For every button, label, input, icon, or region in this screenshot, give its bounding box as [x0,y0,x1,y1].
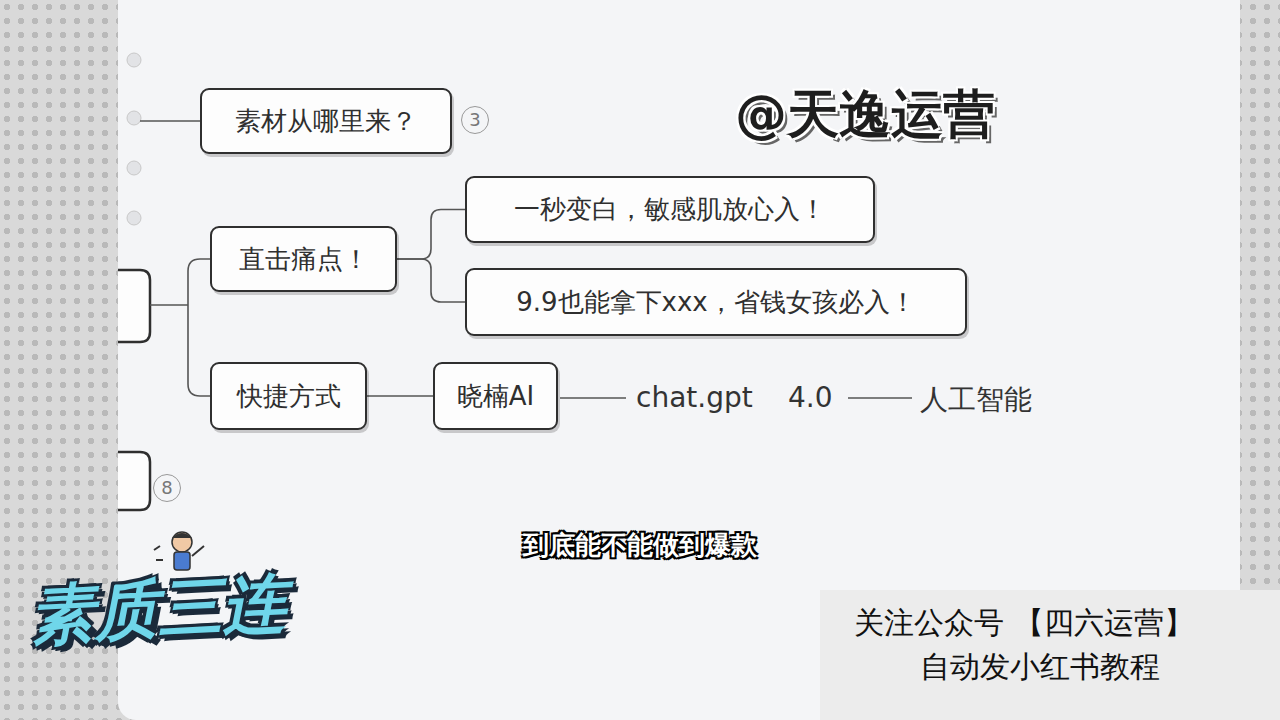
branch-text: chat.gpt [636,381,753,414]
node-text: 直击痛点！ [239,242,369,277]
node-text: 快捷方式 [237,379,341,414]
leaf-box: 晓楠AI [433,362,558,430]
branch-box: 快捷方式 [210,362,367,430]
branch-text: 人工智能 [920,381,1032,419]
node-text: 关注公众号 【四六运营】 [854,602,1280,644]
leaf-box: 9.9也能拿下xxx，省钱女孩必入！ [465,268,967,336]
subtitle: 到底能不能做到爆款 [0,528,1280,563]
node-text: 自动发小红书教程 [920,646,1280,688]
node-text: 晓楠AI [457,379,534,414]
topic-box: 素材从哪里来？ [200,88,452,154]
branch-line [397,210,465,260]
node-text: 一秒变白，敏感肌放心入！ [514,192,826,227]
promo-box: 关注公众号 【四六运营】自动发小红书教程 [820,590,1280,720]
branch-text: 4.0 [788,381,833,414]
callout-number: 3 [461,106,489,134]
branch-line [367,395,433,397]
leaf-box: 一秒变白，敏感肌放心入！ [465,176,875,243]
node-text: 9.9也能拿下xxx，省钱女孩必入！ [516,285,916,320]
watermark: @天逸运营 [735,80,995,150]
node-text: 素材从哪里来？ [235,104,417,139]
branch-line [397,259,465,302]
branch-box: 直击痛点！ [210,226,397,292]
sticker-text: 素质三连 [28,559,288,659]
callout-number: 8 [153,474,181,502]
